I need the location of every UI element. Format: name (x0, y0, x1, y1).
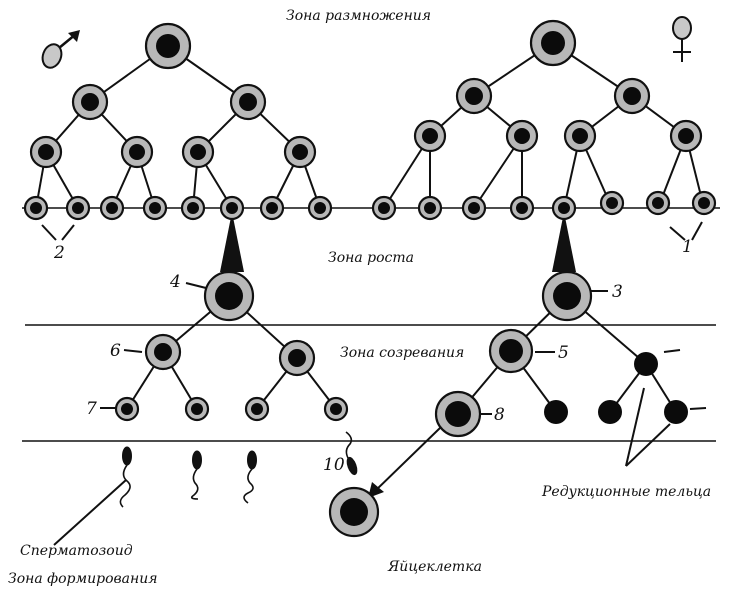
number-4: 4 (169, 272, 181, 292)
egg-label: Яйцеклетка (387, 559, 482, 575)
sperm-1 (119, 446, 132, 508)
female-symbol-icon (672, 16, 692, 62)
male-growth-arrow (220, 212, 244, 272)
zone-maturation-label: Зона созревания (340, 345, 464, 361)
sperm-label: Спермато­зоид (20, 543, 133, 559)
male-secondary-cells (114, 333, 349, 422)
number-8: 8 (494, 405, 505, 425)
polar-body (664, 400, 688, 424)
number-2: 2 (53, 243, 65, 263)
male-symbol-icon (41, 30, 80, 69)
egg-arrow (368, 427, 441, 498)
spermatozoa (119, 431, 358, 508)
polar-body (598, 400, 622, 424)
sperm-4 (345, 431, 358, 476)
polar-bodies-label: Редукционные тельца (541, 484, 711, 500)
number-6: 6 (110, 341, 121, 361)
number-10: 10 (323, 455, 345, 475)
zone-formation-label: Зона формирования (8, 571, 158, 587)
zone-growth-label: Зона роста (328, 250, 414, 266)
female-secondary-cells (434, 328, 688, 438)
polar-body (634, 352, 658, 376)
zone-multiplication-label: Зона размножения (286, 8, 431, 24)
number-7: 7 (86, 399, 97, 419)
primary-spermatocyte (203, 270, 255, 322)
pointer-lines (41, 221, 707, 546)
sperm-3 (243, 450, 257, 504)
number-3: 3 (612, 282, 623, 302)
male-tree-lines (35, 45, 321, 209)
primary-oocyte (541, 270, 593, 322)
sperm-2 (190, 450, 202, 500)
female-growth-arrow (552, 212, 576, 272)
female-oogonia (371, 19, 717, 221)
polar-body (544, 400, 568, 424)
egg-cell (328, 486, 380, 538)
number-5: 5 (558, 343, 569, 363)
number-1: 1 (682, 237, 693, 257)
male-spermatogonia (23, 22, 333, 221)
